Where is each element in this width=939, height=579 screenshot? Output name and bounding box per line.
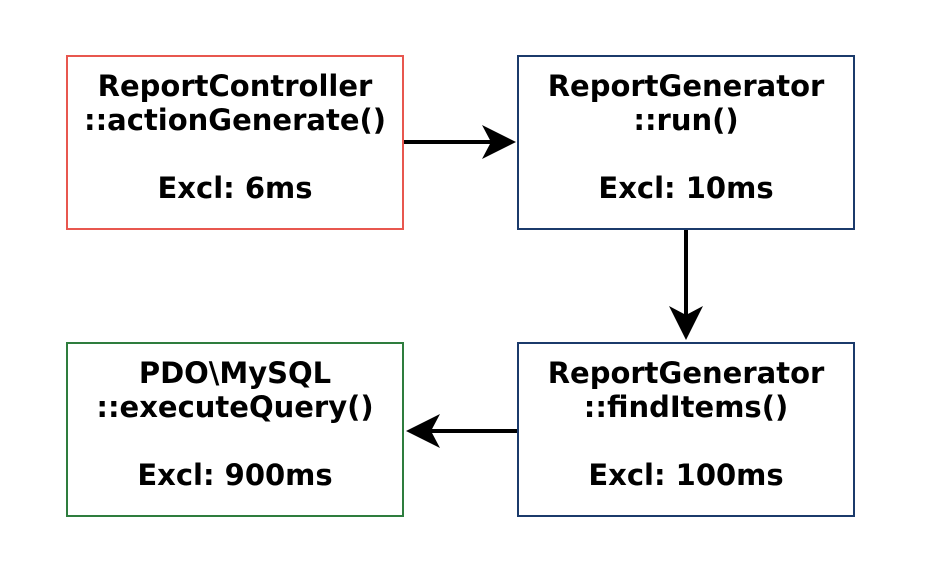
arrow-run-to-finditems [669,230,703,340]
node-report-generator-find-items: ReportGenerator ::findItems() Excl: 100m… [517,342,855,517]
node-method: ::findItems() [583,390,789,424]
node-name: ReportController [97,69,373,103]
node-name: PDO\MySQL [138,356,332,390]
node-report-controller-action-generate: ReportController ::actionGenerate() Excl… [66,55,404,230]
node-name: ReportGenerator [547,69,825,103]
node-name: ReportGenerator [547,356,825,390]
node-method: ::actionGenerate() [83,103,387,137]
node-excl-time: Excl: 900ms [137,458,333,492]
node-excl-time: Excl: 100ms [588,458,784,492]
node-report-generator-run: ReportGenerator ::run() Excl: 10ms [517,55,855,230]
arrow-finditems-to-pdo [406,414,517,448]
node-excl-time: Excl: 6ms [157,171,313,205]
node-pdo-mysql-execute-query: PDO\MySQL ::executeQuery() Excl: 900ms [66,342,404,517]
node-method: ::executeQuery() [96,390,374,424]
node-excl-time: Excl: 10ms [598,171,774,205]
node-method: ::run() [633,103,739,137]
arrow-controller-to-run [404,125,516,159]
